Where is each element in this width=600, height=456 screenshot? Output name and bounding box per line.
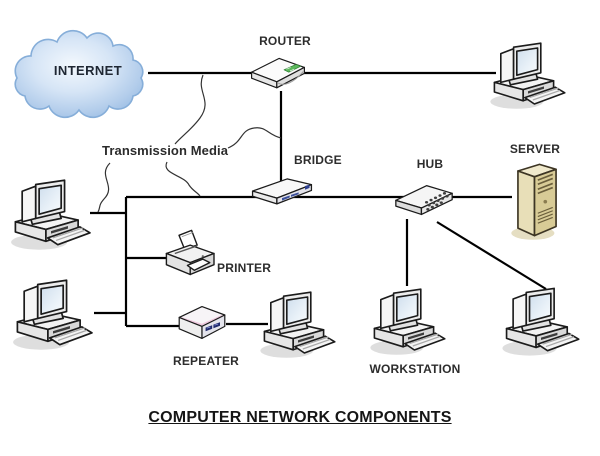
repeater-icon [178, 306, 226, 340]
workstation-label: WORKSTATION [369, 362, 461, 376]
computer-top-right-icon [489, 42, 566, 110]
computer-repeater-icon [259, 291, 336, 359]
computer-left-1-icon [10, 179, 91, 251]
router-label: ROUTER [259, 34, 311, 48]
callout-to-bus-line [165, 161, 201, 197]
callout-to-router-bridge-line [227, 127, 282, 149]
computer-bottom-right-icon [501, 287, 580, 357]
bridge-icon [251, 178, 313, 205]
transmission-media-label: Transmission Media [102, 143, 229, 158]
server-label: SERVER [509, 142, 561, 156]
diagram-title: COMPUTER NETWORK COMPONENTS [148, 409, 452, 426]
hub-label: HUB [416, 157, 444, 171]
internet-cloud-icon [14, 29, 144, 119]
server-icon [511, 163, 557, 240]
edge-hub-computer-right [436, 221, 547, 290]
printer-label: PRINTER [217, 261, 272, 275]
router-icon [251, 57, 305, 89]
workstation-icon [369, 288, 446, 356]
internet-label: INTERNET [53, 63, 123, 78]
bridge-label: BRIDGE [294, 153, 342, 167]
repeater-label: REPEATER [172, 354, 240, 368]
computer-left-2-icon [12, 279, 93, 351]
printer-icon [165, 229, 215, 276]
hub-icon [395, 185, 453, 216]
callout-to-left-link [97, 162, 111, 213]
transmission-media-callouts [97, 74, 282, 213]
callout-to-internet-line [174, 74, 206, 145]
